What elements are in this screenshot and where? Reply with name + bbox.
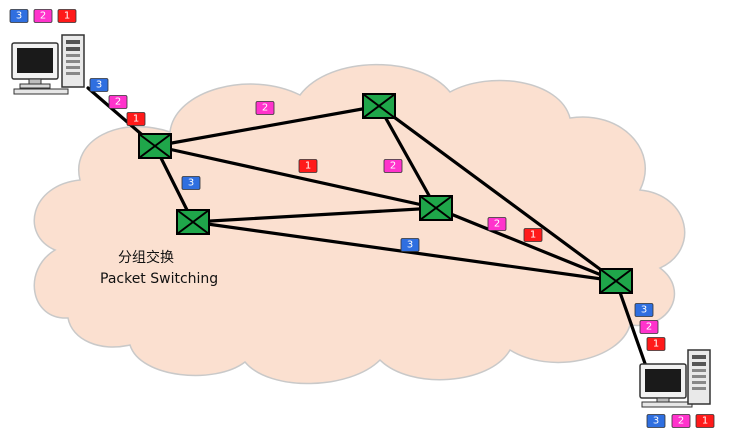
svg-text:3: 3 bbox=[16, 11, 22, 22]
svg-text:1: 1 bbox=[133, 114, 139, 125]
packet-tag: 1 bbox=[126, 112, 146, 126]
desktop-computer-icon bbox=[11, 34, 85, 95]
packet-tag: 1 bbox=[523, 228, 543, 242]
packet-tag: 1 bbox=[695, 414, 715, 428]
svg-text:3: 3 bbox=[653, 416, 659, 427]
caption-english: Packet Switching bbox=[100, 271, 218, 287]
packet-tag: 3 bbox=[400, 238, 420, 252]
svg-text:3: 3 bbox=[96, 80, 102, 91]
packet-tag: 2 bbox=[108, 95, 128, 109]
packet-tag: 2 bbox=[671, 414, 691, 428]
svg-text:2: 2 bbox=[40, 11, 46, 22]
packet-switch-icon bbox=[419, 195, 453, 221]
packet-switch-icon bbox=[362, 93, 396, 119]
desktop-computer-icon bbox=[639, 349, 711, 408]
network-cloud bbox=[33, 63, 686, 385]
packet-tag: 3 bbox=[646, 414, 666, 428]
link-b-c bbox=[377, 104, 438, 210]
svg-text:2: 2 bbox=[678, 416, 684, 427]
packet-tag: 3 bbox=[634, 303, 654, 317]
packet-tag: 1 bbox=[298, 159, 318, 173]
link-a-c bbox=[153, 144, 438, 210]
svg-text:1: 1 bbox=[305, 161, 311, 172]
svg-text:1: 1 bbox=[653, 339, 659, 350]
diagram-caption: 分组交换 Packet Switching bbox=[100, 249, 218, 287]
caption-chinese: 分组交换 bbox=[118, 249, 174, 266]
packet-tag: 3 bbox=[9, 9, 29, 23]
svg-text:3: 3 bbox=[407, 240, 413, 251]
packet-switch-icon bbox=[138, 133, 172, 159]
packet-tags: 3 2 1 3 2 1 2 1 2 3 2 1 3 3 2 1 3 2 1 bbox=[9, 9, 715, 428]
packet-tag: 1 bbox=[646, 337, 666, 351]
svg-text:2: 2 bbox=[646, 322, 652, 333]
packet-tag: 2 bbox=[639, 320, 659, 334]
link-b-e bbox=[377, 104, 618, 283]
svg-text:1: 1 bbox=[64, 11, 70, 22]
link-d-c bbox=[191, 206, 438, 224]
packet-tag: 3 bbox=[181, 176, 201, 190]
svg-text:2: 2 bbox=[115, 97, 121, 108]
link-a-b bbox=[153, 104, 381, 148]
packet-tag: 2 bbox=[33, 9, 53, 23]
packet-tag: 2 bbox=[487, 217, 507, 231]
packet-tag: 1 bbox=[57, 9, 77, 23]
svg-text:3: 3 bbox=[188, 178, 194, 189]
svg-text:1: 1 bbox=[530, 230, 536, 241]
svg-text:2: 2 bbox=[390, 161, 396, 172]
svg-text:3: 3 bbox=[641, 305, 647, 316]
svg-text:1: 1 bbox=[702, 416, 708, 427]
packet-tag: 2 bbox=[255, 101, 275, 115]
packet-switch-icon bbox=[176, 209, 210, 235]
packet-switch-icon bbox=[599, 268, 633, 294]
link-c-e bbox=[434, 206, 618, 283]
svg-text:2: 2 bbox=[262, 103, 268, 114]
access-link-destination bbox=[614, 279, 650, 374]
svg-text:2: 2 bbox=[494, 219, 500, 230]
packet-tag: 3 bbox=[89, 78, 109, 92]
packet-tag: 2 bbox=[383, 159, 403, 173]
